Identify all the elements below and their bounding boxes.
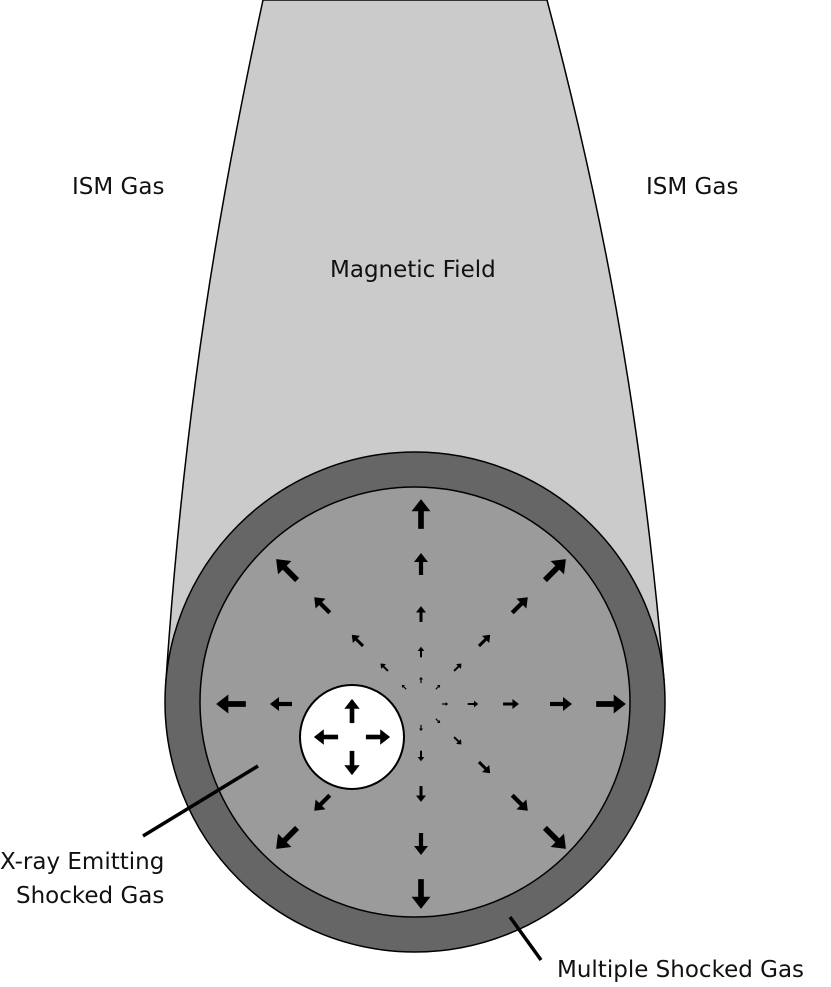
- multiple-shocked-leader-line: [508, 915, 543, 962]
- outward-arrow: [414, 833, 428, 855]
- outward-arrow: [477, 634, 491, 648]
- outward-arrow: [419, 724, 423, 732]
- outward-arrow: [542, 559, 566, 583]
- bubble-arrows: [313, 698, 391, 776]
- outward-arrow: [415, 606, 427, 622]
- outward-arrow: [510, 597, 528, 615]
- radial-arrows: [216, 499, 626, 909]
- multiple-shocked-gas-label: Multiple Shocked Gas: [557, 957, 804, 983]
- outward-arrow: [503, 698, 519, 710]
- outward-arrow: [441, 702, 449, 706]
- outward-arrow: [542, 825, 566, 849]
- outward-arrow: [314, 597, 332, 615]
- outward-arrow: [510, 793, 528, 811]
- outward-arrow: [276, 559, 300, 583]
- outward-arrow: [216, 694, 246, 714]
- outward-arrow: [419, 676, 423, 684]
- outward-arrow: [270, 697, 292, 711]
- xray-label-line2: Shocked Gas: [16, 883, 164, 909]
- outward-arrow: [401, 684, 407, 690]
- xray-label-line1: X-ray Emitting: [0, 849, 164, 875]
- outward-arrow: [550, 697, 572, 711]
- expanding-bubble: [299, 684, 405, 790]
- magnetic-field-label: Magnetic Field: [330, 257, 496, 283]
- outward-arrow: [276, 825, 300, 849]
- bubble-arrow: [344, 750, 360, 776]
- outward-arrow: [411, 499, 431, 529]
- bubble-arrow: [313, 729, 339, 745]
- outward-arrow: [417, 750, 425, 762]
- outward-arrow: [380, 663, 389, 672]
- outward-arrow: [411, 879, 431, 909]
- outward-arrow: [314, 793, 332, 811]
- outward-arrow: [435, 718, 441, 724]
- outward-arrow: [477, 760, 491, 774]
- outward-arrow: [435, 684, 441, 690]
- outward-arrow: [417, 646, 425, 658]
- ism-gas-right-label: ISM Gas: [646, 174, 738, 200]
- outward-arrow: [453, 736, 462, 745]
- bubble-arrow: [365, 729, 391, 745]
- outward-arrow: [415, 786, 427, 802]
- outward-arrow: [453, 663, 462, 672]
- bubble-arrow: [344, 698, 360, 724]
- ism-gas-left-label: ISM Gas: [72, 174, 164, 200]
- outward-arrow: [414, 553, 428, 575]
- outward-arrow: [351, 634, 365, 648]
- outward-arrow: [467, 700, 479, 708]
- xray-leader-line: [142, 764, 259, 838]
- outward-arrow: [596, 694, 626, 714]
